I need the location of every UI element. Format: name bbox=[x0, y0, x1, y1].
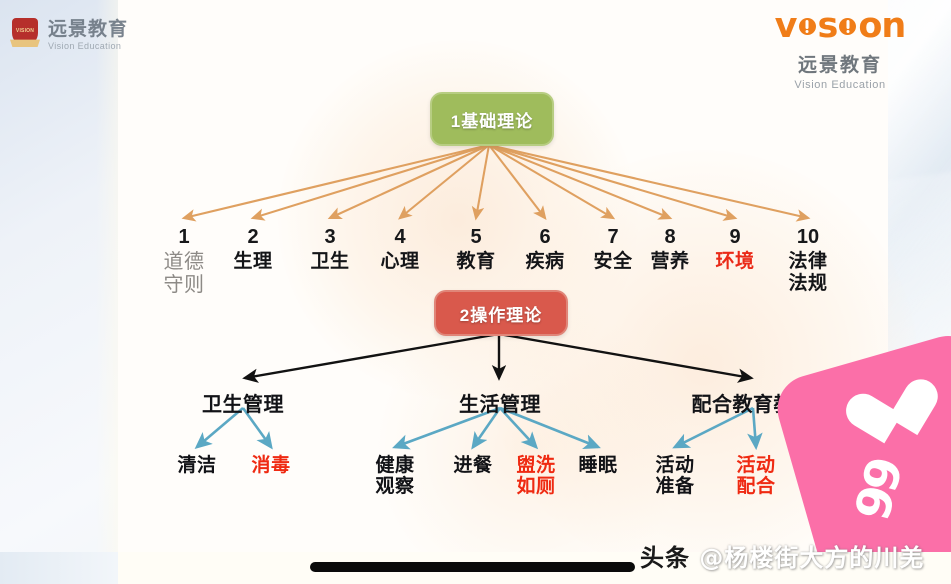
theory-item-label: 环境 bbox=[715, 251, 755, 273]
brand-right-cn: 远景教育 bbox=[797, 55, 882, 76]
theory-item-9[interactable]: 9 环境 bbox=[695, 226, 775, 273]
theory-item-number: 1 bbox=[178, 226, 190, 248]
theory-item-8[interactable]: 8 营养 bbox=[630, 226, 710, 273]
branch-1-leaf-0[interactable]: 健康观察 bbox=[375, 455, 415, 498]
brand-left-en: Vision Education bbox=[48, 40, 122, 51]
brand-left-cn: 远景教育 bbox=[48, 18, 129, 40]
watermark-prefix: 头条 bbox=[640, 544, 690, 572]
theory-item-number: 6 bbox=[539, 226, 551, 248]
branch-title-0[interactable]: 卫生管理 bbox=[202, 394, 284, 416]
shield-badge-text: VISION bbox=[15, 28, 35, 35]
theory-item-number: 5 bbox=[470, 226, 482, 248]
wordmark-s: s bbox=[817, 5, 839, 46]
wordmark-i2-dot-icon bbox=[839, 17, 857, 35]
branch-2-leaf-1[interactable]: 活动配合 bbox=[736, 455, 776, 498]
theory-item-label: 生理 bbox=[233, 251, 273, 273]
theory-item-number: 2 bbox=[247, 226, 259, 248]
theory-item-10[interactable]: 10 法律法规 bbox=[768, 226, 848, 294]
theory-item-number: 8 bbox=[664, 226, 676, 248]
wordmark-v: v bbox=[774, 5, 798, 46]
watermark: 头条 @杨楼街大方的川羌 bbox=[640, 538, 924, 573]
theory-item-6[interactable]: 6 疾病 bbox=[505, 226, 585, 273]
brand-logo-right: v s on 远景教育 Vision Education bbox=[747, 6, 933, 91]
branch-2-leaf-0[interactable]: 活动准备 bbox=[655, 455, 695, 498]
theory-item-label: 法律法规 bbox=[788, 251, 828, 294]
brand-logo-left: VISION 远景教育 Vision Education bbox=[10, 18, 128, 52]
progress-bar[interactable] bbox=[310, 562, 635, 572]
theory-item-label: 疾病 bbox=[525, 251, 565, 273]
theory-item-label: 营养 bbox=[650, 251, 690, 273]
vision-wordmark: v s on bbox=[747, 6, 933, 46]
theory-item-label: 卫生 bbox=[310, 251, 350, 273]
theory-item-2[interactable]: 2 生理 bbox=[213, 226, 293, 273]
theory-item-1[interactable]: 1 道德守则 bbox=[144, 226, 224, 296]
theory-item-4[interactable]: 4 心理 bbox=[360, 226, 440, 273]
brand-right-en: Vision Education bbox=[794, 79, 886, 91]
branch-1-leaf-3[interactable]: 睡眠 bbox=[578, 455, 618, 476]
bottom-bar-left bbox=[0, 552, 118, 584]
node-operation-theory[interactable]: 2操作理论 bbox=[434, 290, 568, 336]
watermark-handle: @杨楼街大方的川羌 bbox=[699, 544, 925, 572]
theory-item-number: 4 bbox=[394, 226, 406, 248]
theory-item-7[interactable]: 7 安全 bbox=[573, 226, 653, 273]
shield-icon: VISION bbox=[10, 18, 40, 52]
theory-item-3[interactable]: 3 卫生 bbox=[290, 226, 370, 273]
theory-item-number: 3 bbox=[324, 226, 336, 248]
theory-item-number: 9 bbox=[729, 226, 741, 248]
wordmark-i-dot-icon bbox=[798, 17, 816, 35]
node-basic-theory[interactable]: 1基础理论 bbox=[430, 92, 554, 146]
branch-0-leaf-0[interactable]: 清洁 bbox=[177, 455, 217, 476]
theory-item-label: 道德守则 bbox=[163, 251, 205, 296]
theory-item-5[interactable]: 5 教育 bbox=[436, 226, 516, 273]
branch-1-leaf-1[interactable]: 进餐 bbox=[453, 455, 493, 476]
branch-0-leaf-1[interactable]: 消毒 bbox=[251, 455, 291, 476]
wordmark-on: on bbox=[858, 5, 906, 46]
theory-item-label: 安全 bbox=[593, 251, 633, 273]
theory-item-label: 教育 bbox=[456, 251, 496, 273]
shield-ribbon bbox=[10, 39, 40, 47]
theory-item-number: 7 bbox=[607, 226, 619, 248]
theory-item-label: 心理 bbox=[380, 251, 420, 273]
branch-title-1[interactable]: 生活管理 bbox=[459, 394, 541, 416]
branch-1-leaf-2[interactable]: 盥洗如厕 bbox=[516, 455, 556, 498]
theory-item-number: 10 bbox=[796, 226, 820, 248]
